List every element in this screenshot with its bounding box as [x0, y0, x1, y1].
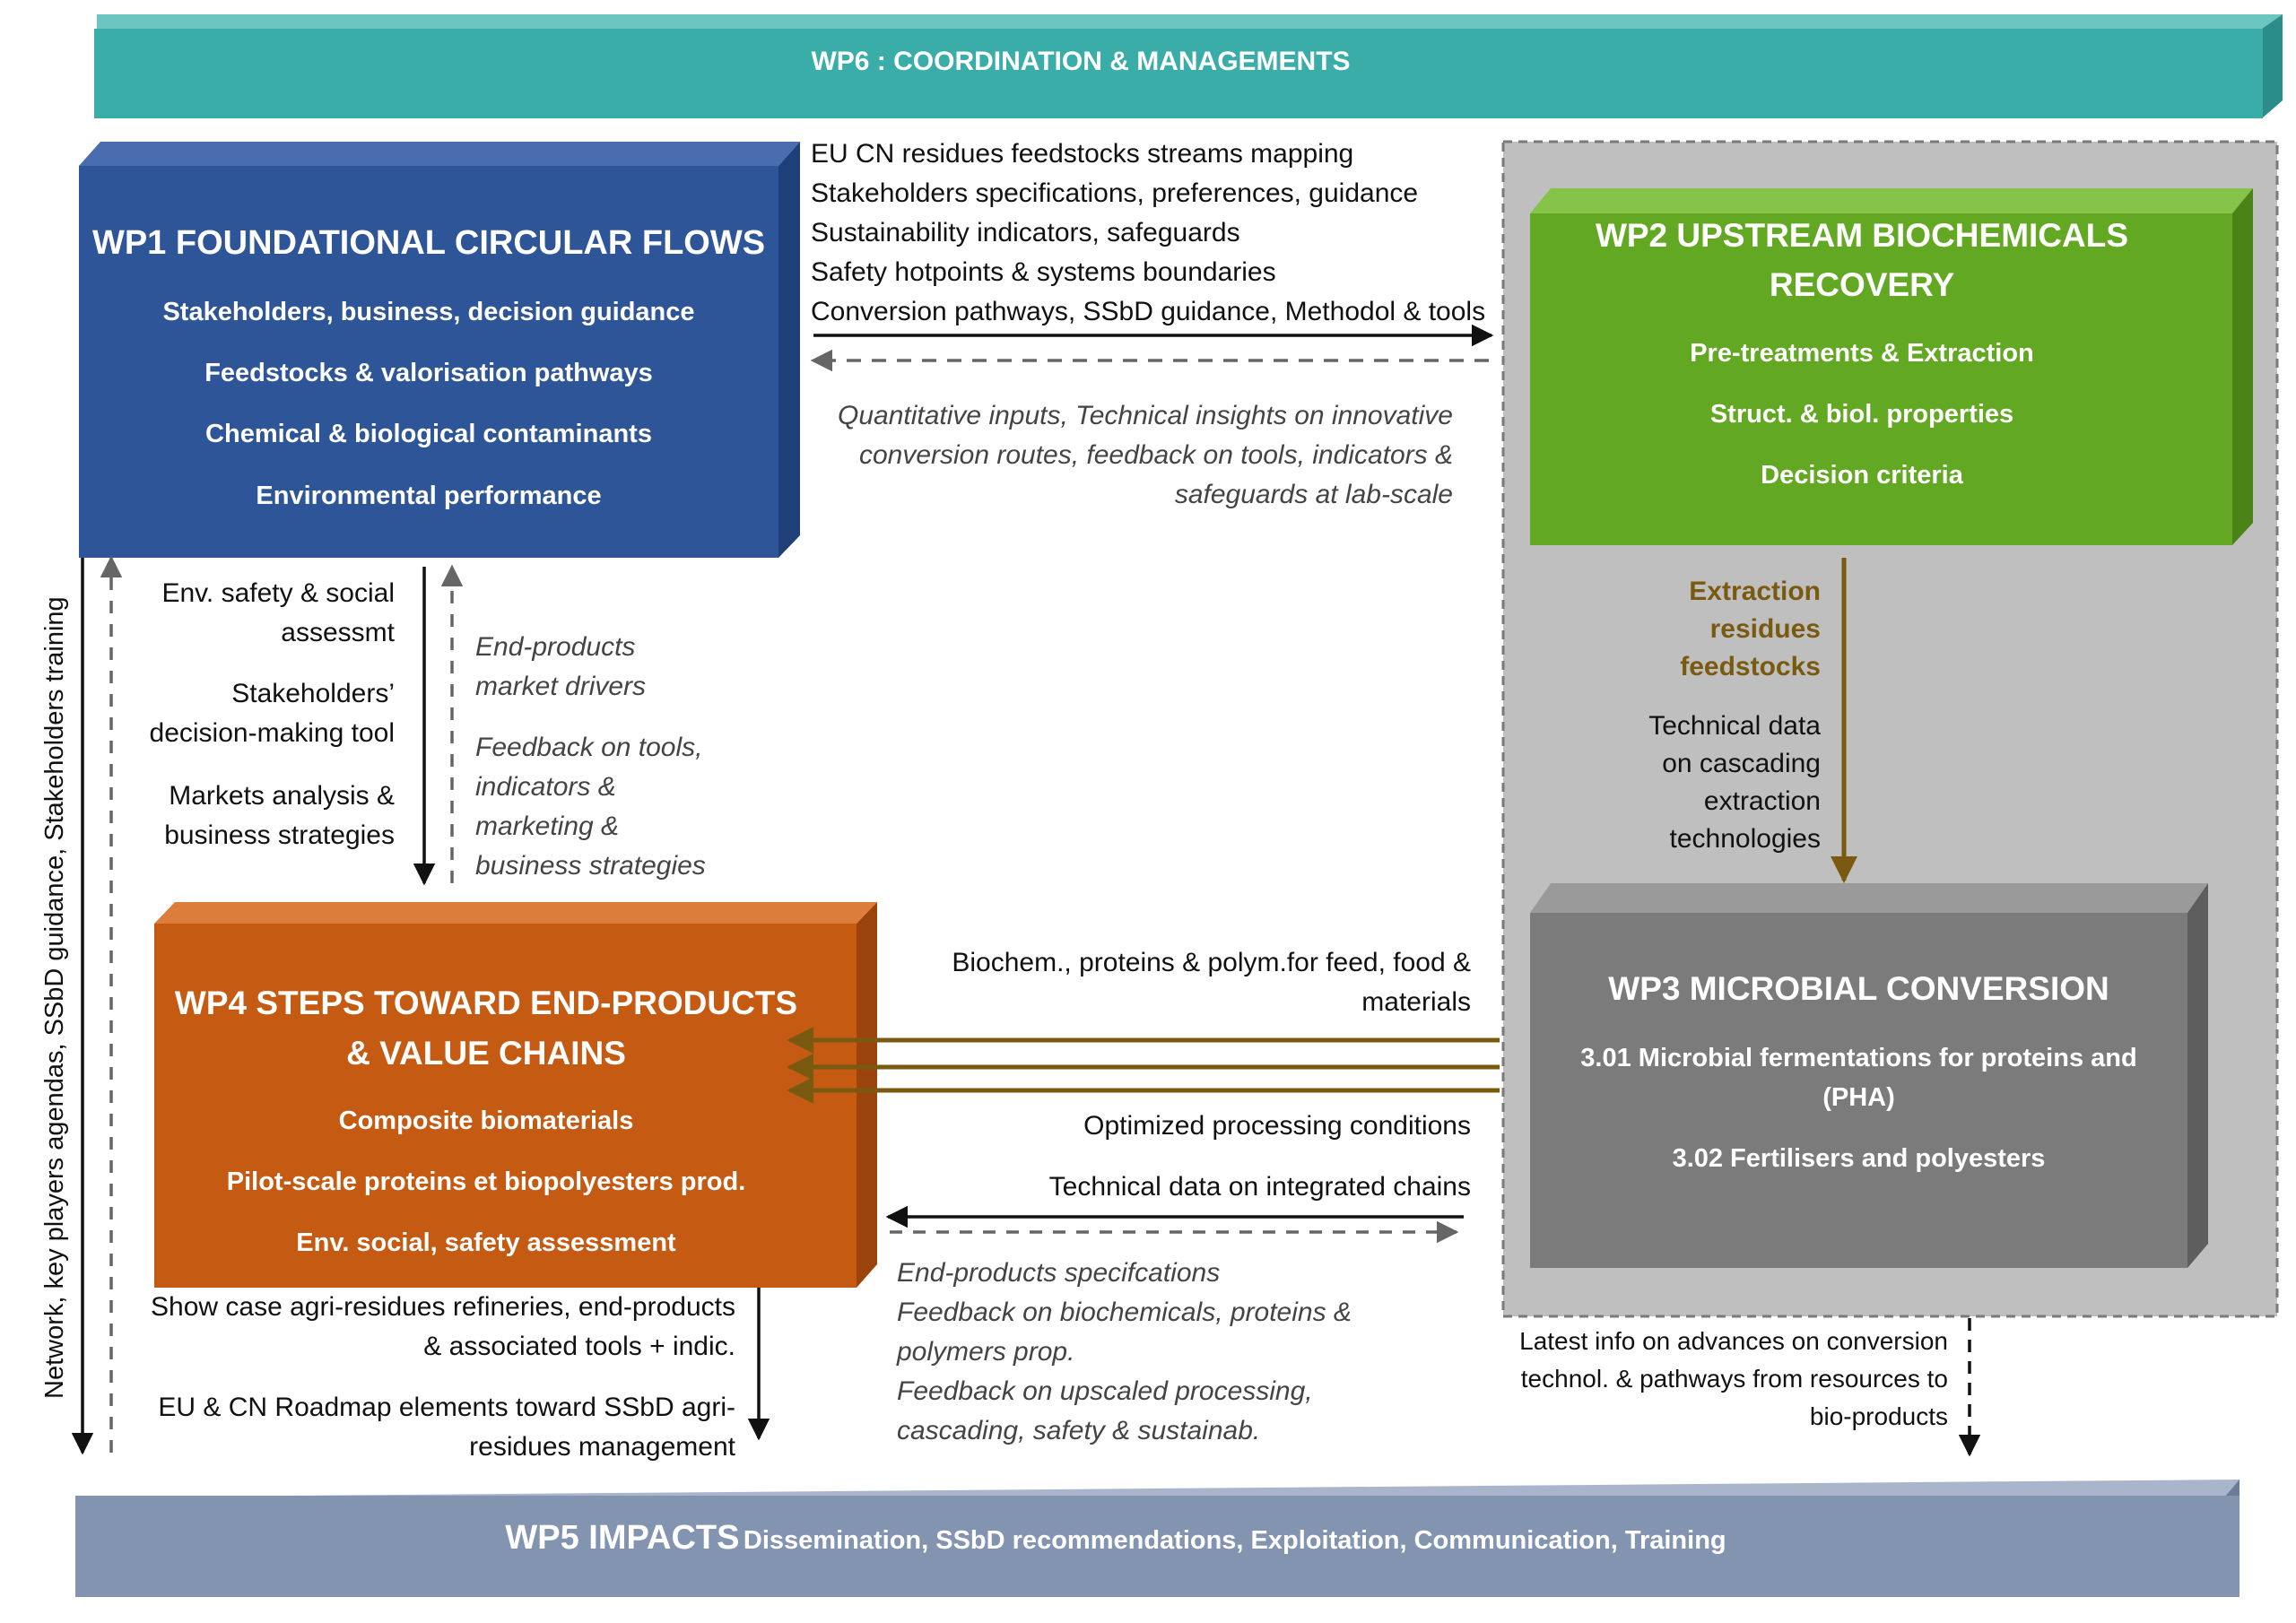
flow-wp4-wp5-4: residues management	[469, 1432, 735, 1462]
flow-wp4-wp1-4: indicators &	[475, 772, 616, 802]
wp5-title: WP5 IMPACTS	[505, 1519, 740, 1557]
flow-wp2-wp1-2: conversion routes, feedback on tools, in…	[858, 440, 1453, 470]
flow-wp1-wp4-6: business strategies	[164, 820, 395, 850]
flow-wp4-wp5-2: & associated tools + indic.	[423, 1332, 735, 1361]
wp1-title: WP1 FOUNDATIONAL CIRCULAR FLOWS	[91, 224, 766, 262]
flow-wp3-wp4-mid: Optimized processing conditions	[1083, 1111, 1471, 1141]
wp1-item-2: Feedstocks & valorisation pathways	[204, 359, 653, 387]
flow-wp4-wp3-1: End-products specifcations	[897, 1258, 1221, 1288]
wp1-item-1: Stakeholders, business, decision guidanc…	[162, 298, 695, 326]
flow-wp1-wp4-2: assessmt	[281, 618, 395, 647]
wp2-box-shape	[1530, 188, 2253, 545]
flow-wp4-wp1-1: End-products	[475, 632, 636, 662]
flow-wp2-wp3-main-1: Extraction	[1689, 577, 1821, 606]
flow-wp1-wp4-3: Stakeholders’	[231, 679, 395, 708]
flow-wp4-wp3-2: Feedback on biochemicals, proteins &	[897, 1298, 1352, 1327]
flow-wp2-wp3-data-2: on cascading	[1662, 749, 1821, 778]
wp2-item-2: Struct. & biol. properties	[1709, 400, 2014, 429]
flow-wp3-wp4-top-1: Biochem., proteins & polym.for feed, foo…	[952, 948, 1471, 977]
wp3-box-shape	[1530, 883, 2208, 1268]
flow-wp2-wp3-main-3: feedstocks	[1680, 652, 1821, 681]
flow-wp4-wp3-3: polymers prop.	[897, 1337, 1075, 1367]
flow-wp4-wp3-4: Feedback on upscaled processing,	[897, 1376, 1313, 1406]
flow-wp3-wp4-top-2: materials	[1361, 987, 1471, 1017]
flow-wp1-wp4-1: Env. safety & social	[161, 578, 395, 608]
wp3-item-2: (PHA)	[1822, 1083, 1895, 1112]
wp4-item-3: Env. social, safety assessment	[296, 1228, 676, 1257]
wp4-box-shape	[154, 902, 877, 1288]
flow-wp2-wp3-main-2: residues	[1709, 614, 1821, 644]
flow-wp1-wp4-5: Markets analysis &	[169, 781, 395, 811]
wp2-title-line1: WP2 UPSTREAM BIOCHEMICALS	[1595, 217, 2129, 254]
flow-wp2-wp1-3: safeguards at lab-scale	[1174, 480, 1453, 509]
wp6-banner-shape	[94, 14, 2283, 118]
wp5-banner-shape	[75, 1480, 2239, 1597]
flow-wp2-wp1-1: Quantitative inputs, Technical insights …	[838, 401, 1453, 430]
wp6-title: WP6 : COORDINATION & MANAGEMENTS	[811, 47, 1351, 76]
flow-wp3-wp4-bottom: Technical data on integrated chains	[1048, 1172, 1471, 1202]
flow-wp1-wp2-5: Conversion pathways, SSbD guidance, Meth…	[811, 297, 1486, 326]
flow-wp4-wp5-3: EU & CN Roadmap elements toward SSbD agr…	[158, 1393, 735, 1422]
wp2-title-line2: RECOVERY	[1769, 266, 1955, 303]
flow-wp4-wp1-3: Feedback on tools,	[475, 733, 703, 762]
left-vertical-label: Network, key players agendas, SSbD guida…	[40, 596, 69, 1399]
flow-wp2-wp3-data-4: technologies	[1669, 824, 1821, 854]
wp4-title-line2: & VALUE CHAINS	[346, 1035, 626, 1072]
flow-wp1-wp2-2: Stakeholders specifications, preferences…	[811, 178, 1419, 208]
wp3-item-3: 3.02 Fertilisers and polyesters	[1672, 1144, 2046, 1173]
flow-wp2-wp3-data-3: extraction	[1703, 786, 1821, 816]
wp1-item-3: Chemical & biological contaminants	[205, 420, 652, 448]
wp5-label: WP5 IMPACTS Dissemination, SSbD recommen…	[75, 1519, 2156, 1558]
flow-wp2-wp3-data-1: Technical data	[1648, 711, 1821, 741]
wp3-title: WP3 MICROBIAL CONVERSION	[1608, 970, 2109, 1007]
flow-wp4-wp5-1: Show case agri-residues refineries, end-…	[151, 1292, 735, 1322]
flow-wp1-wp2-4: Safety hotpoints & systems boundaries	[811, 257, 1276, 287]
flow-wp3-wp5-2: technol. & pathways from resources to	[1520, 1365, 1948, 1393]
flow-wp3-wp5-3: bio-products	[1809, 1402, 1948, 1430]
wp5-subtitle: Dissemination, SSbD recommendations, Exp…	[743, 1526, 1726, 1555]
flow-wp4-wp1-5: marketing &	[475, 812, 620, 841]
wp1-box-shape	[79, 142, 800, 558]
wp3-item-1: 3.01 Microbial fermentations for protein…	[1580, 1044, 2137, 1072]
flow-wp4-wp3-5: cascading, safety & sustainab.	[897, 1416, 1261, 1445]
wp2-item-3: Decision criteria	[1761, 461, 1963, 490]
wp1-item-4: Environmental performance	[256, 482, 602, 510]
flow-wp3-wp5-1: Latest info on advances on conversion	[1519, 1327, 1948, 1355]
wp4-item-2: Pilot-scale proteins et biopolyesters pr…	[226, 1167, 746, 1196]
wp4-title-line1: WP4 STEPS TOWARD END-PRODUCTS	[174, 985, 798, 1021]
wp4-item-1: Composite biomaterials	[338, 1107, 634, 1135]
flow-wp4-wp1-2: market drivers	[475, 672, 647, 701]
flow-wp1-wp2-3: Sustainability indicators, safeguards	[811, 218, 1240, 247]
flow-wp1-wp2-1: EU CN residues feedstocks streams mappin…	[811, 139, 1354, 169]
flow-wp1-wp4-4: decision-making tool	[149, 718, 395, 748]
wp2-item-1: Pre-treatments & Extraction	[1690, 339, 2034, 368]
flow-wp4-wp1-6: business strategies	[475, 851, 706, 881]
